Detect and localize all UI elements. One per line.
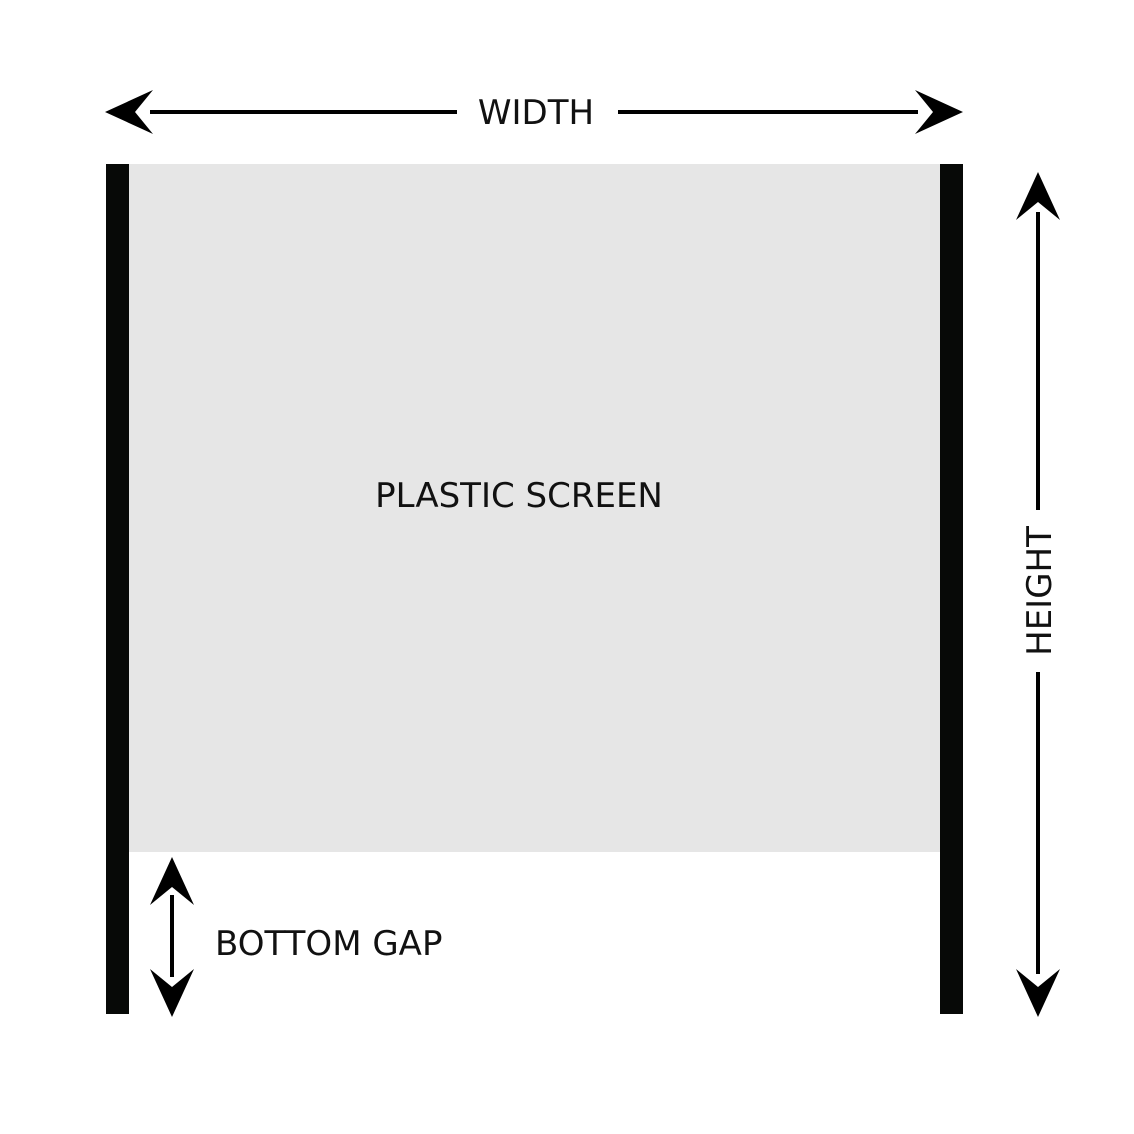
arrowhead-right-icon — [915, 90, 963, 134]
plastic-screen-label: PLASTIC SCREEN — [375, 476, 663, 516]
right-post — [940, 164, 963, 1014]
arrowhead-up-icon — [150, 857, 194, 905]
height-arrow — [1016, 172, 1060, 1017]
bottom-gap-arrow — [150, 857, 194, 1017]
height-label: HEIGHT — [1020, 526, 1060, 656]
arrowhead-left-icon — [105, 90, 153, 134]
bottom-gap-label: BOTTOM GAP — [215, 924, 442, 964]
arrowhead-down-icon — [150, 969, 194, 1017]
left-post — [106, 164, 129, 1014]
width-label: WIDTH — [478, 93, 594, 133]
width-arrow — [105, 90, 963, 134]
plastic-screen-panel — [129, 164, 940, 852]
arrowhead-down-icon — [1016, 969, 1060, 1017]
arrowhead-up-icon — [1016, 172, 1060, 220]
